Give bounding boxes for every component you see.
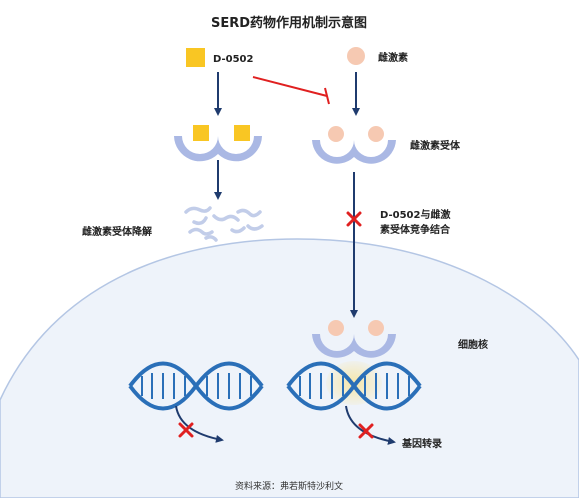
nucleus-label: 细胞核 xyxy=(458,338,488,351)
receptor-degradation-label: 雌激素受体降解 xyxy=(82,225,152,238)
drug-bound-2 xyxy=(234,125,250,141)
estrogen-bound-1 xyxy=(328,126,344,142)
blocked-cross-icon xyxy=(346,211,362,227)
transcription-blocked-left-icon xyxy=(178,422,194,438)
estrogen-bound-2 xyxy=(368,126,384,142)
page-title: SERD药物作用机制示意图 xyxy=(211,15,367,31)
estrogen-in-nucleus-2 xyxy=(368,320,384,336)
gene-transcription-label: 基因转录 xyxy=(401,437,442,450)
competition-label-line2: 素受体竞争结合 xyxy=(380,223,451,236)
inhibition-line xyxy=(252,76,328,97)
nucleus-membrane xyxy=(0,238,579,498)
drug-d0502-square xyxy=(186,48,205,67)
estrogen-molecule xyxy=(347,47,365,65)
receptor-right xyxy=(312,140,396,164)
source-caption: 资料来源：弗若斯特沙利文 xyxy=(235,480,343,492)
inhibition-bar xyxy=(324,87,330,105)
drug-bound-1 xyxy=(193,125,209,141)
arrow-transcription-right xyxy=(345,405,396,445)
degraded-receptor-fragments xyxy=(184,206,264,242)
drug-label: D-0502 xyxy=(213,54,254,65)
estrogen-receptor-label: 雌激素受体 xyxy=(410,139,461,152)
estrogen-in-nucleus-1 xyxy=(328,320,344,336)
transcription-blocked-right-icon xyxy=(358,423,374,439)
estrogen-label: 雌激素 xyxy=(378,51,408,64)
competition-label-line1: D-0502与雌激 xyxy=(380,208,450,221)
dna-helix-left xyxy=(128,361,264,411)
receptor-in-nucleus xyxy=(312,334,396,358)
receptor-left xyxy=(174,136,262,162)
dna-helix-right xyxy=(286,361,422,411)
